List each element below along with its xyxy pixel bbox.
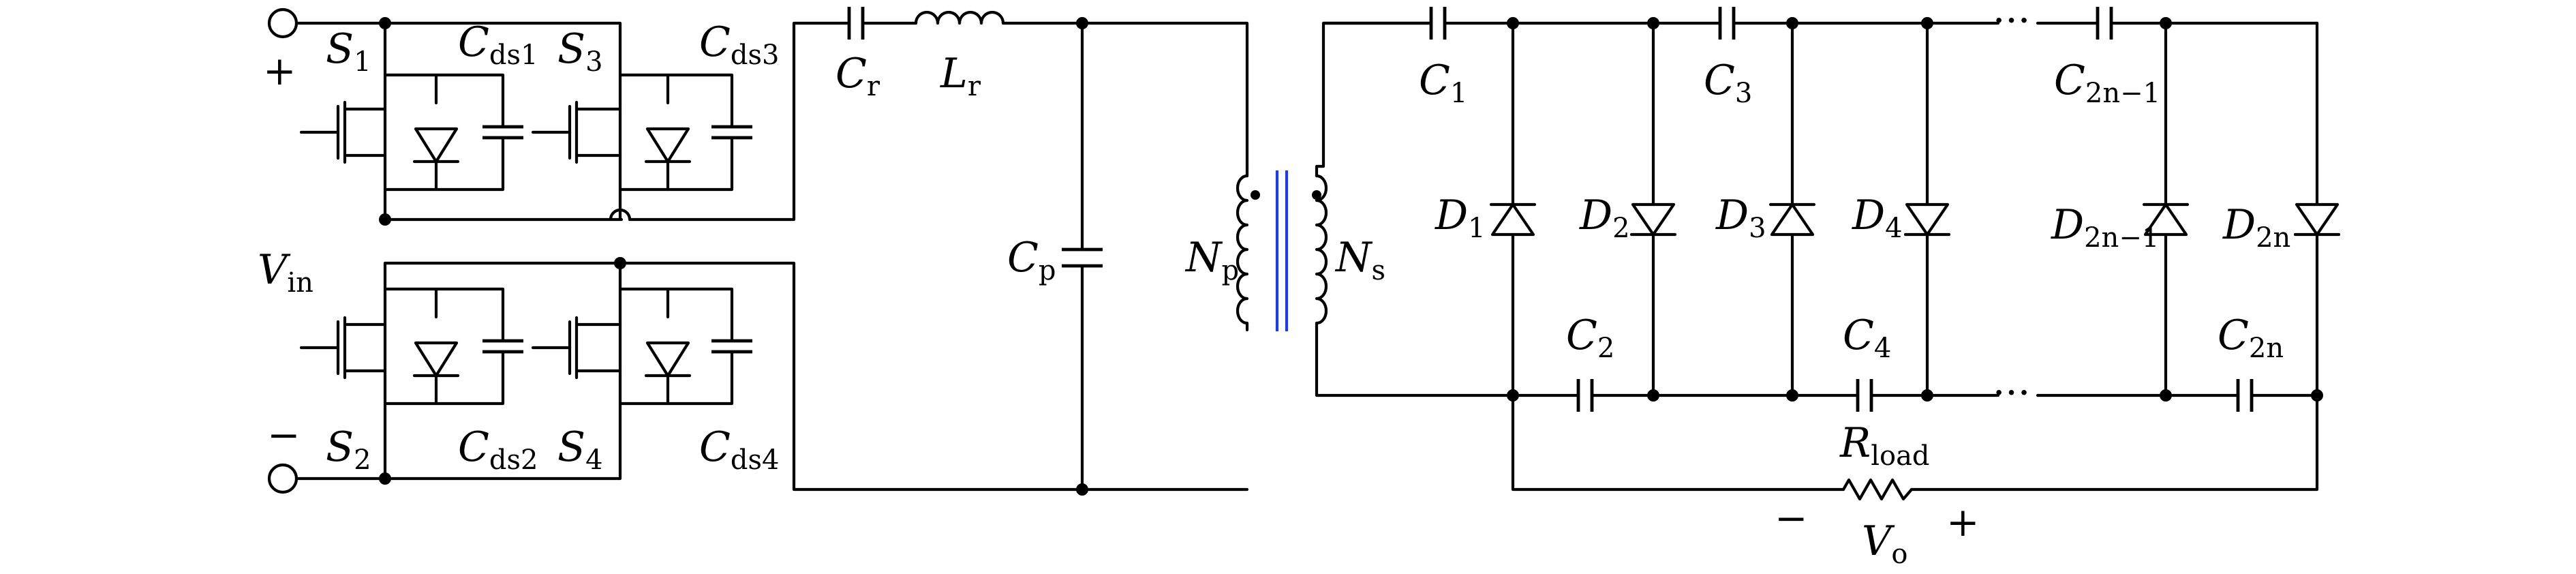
label-c2n: C2n	[2218, 312, 2284, 364]
transformer	[1236, 21, 1433, 397]
label-cds1: Cds1	[458, 18, 538, 71]
vo-plus-sign: +	[1946, 499, 1980, 545]
diode-d2n	[2295, 202, 2340, 237]
label-c2: C2	[1566, 312, 1614, 364]
polarity-dot-secondary	[1312, 190, 1321, 200]
label-cr: Cr	[835, 50, 880, 102]
switch-s3	[531, 73, 752, 192]
transformer-core	[1275, 170, 1289, 331]
capacitor-c4	[1856, 379, 1873, 412]
inductor-lr	[914, 10, 1005, 25]
label-d2: D2	[1579, 192, 1630, 244]
component-labels: S1 S3 S2 S4 Cds1 Cds3 Cds2 Cds4 Vin + − …	[258, 0, 2290, 570]
label-np: Np	[1184, 234, 1239, 286]
switch-s2	[299, 287, 523, 406]
capacitor-cr	[847, 7, 865, 40]
vo-minus-sign: −	[1775, 495, 1808, 541]
label-ns: Ns	[1334, 234, 1385, 286]
label-cds3: Cds3	[699, 18, 780, 71]
body-diode-s1	[414, 127, 459, 164]
diode-d2n-1	[2143, 202, 2188, 237]
junction-dots	[379, 17, 2323, 496]
switch-s1	[299, 73, 523, 192]
label-c4: C4	[1843, 312, 1891, 364]
switch-s4	[531, 287, 752, 406]
label-c1: C1	[1419, 57, 1467, 109]
voltage-multiplier	[1321, 7, 2341, 501]
label-lr: Lr	[940, 50, 981, 102]
label-d2n-1: D2n−1	[2051, 201, 2159, 254]
label-d1: D1	[1435, 192, 1486, 244]
label-vin: Vin	[258, 246, 313, 299]
label-d3: D3	[1715, 192, 1766, 244]
capacitor-c3	[1718, 7, 1736, 40]
label-d2n: D2n	[2222, 201, 2290, 254]
label-cp: Cp	[1007, 234, 1056, 286]
label-cds4: Cds4	[699, 423, 780, 476]
capacitor-c1	[1429, 7, 1447, 40]
ellipsis-bottom: ···	[1993, 369, 2030, 416]
body-diode-s4	[645, 341, 690, 378]
ellipsis-top: ···	[1993, 0, 2030, 44]
body-diode-s2	[414, 341, 459, 378]
polarity-dot-primary	[1251, 190, 1260, 200]
input-terminal-positive	[267, 7, 298, 39]
label-vo: Vo	[1862, 517, 1907, 570]
label-d4: D4	[1852, 192, 1903, 244]
label-c3: C3	[1704, 57, 1752, 109]
input-terminal-negative	[267, 463, 298, 494]
secondary-winding	[1315, 174, 1328, 325]
label-rload: Rload	[1839, 419, 1930, 472]
label-c2n-1: C2n−1	[2054, 57, 2160, 109]
diode-d4	[1905, 202, 1950, 237]
label-cds2: Cds2	[458, 423, 538, 476]
capacitor-c2	[1576, 379, 1594, 412]
resistor-rload	[1841, 478, 1914, 501]
capacitor-c2n	[2236, 379, 2254, 412]
diode-d1	[1490, 202, 1535, 237]
diode-d2	[1631, 202, 1676, 237]
input-terminals	[267, 7, 622, 494]
body-diode-s3	[645, 127, 690, 164]
diode-d3	[1770, 202, 1815, 237]
label-s4: S4	[557, 423, 603, 476]
capacitor-c2n-1	[2096, 7, 2113, 40]
vin-minus-sign: −	[267, 412, 301, 458]
vin-plus-sign: +	[263, 48, 296, 94]
capacitor-cp	[1062, 247, 1103, 268]
primary-winding	[1236, 174, 1249, 325]
label-s1: S1	[326, 25, 371, 78]
label-s2: S2	[326, 423, 371, 476]
label-s3: S3	[557, 25, 603, 78]
